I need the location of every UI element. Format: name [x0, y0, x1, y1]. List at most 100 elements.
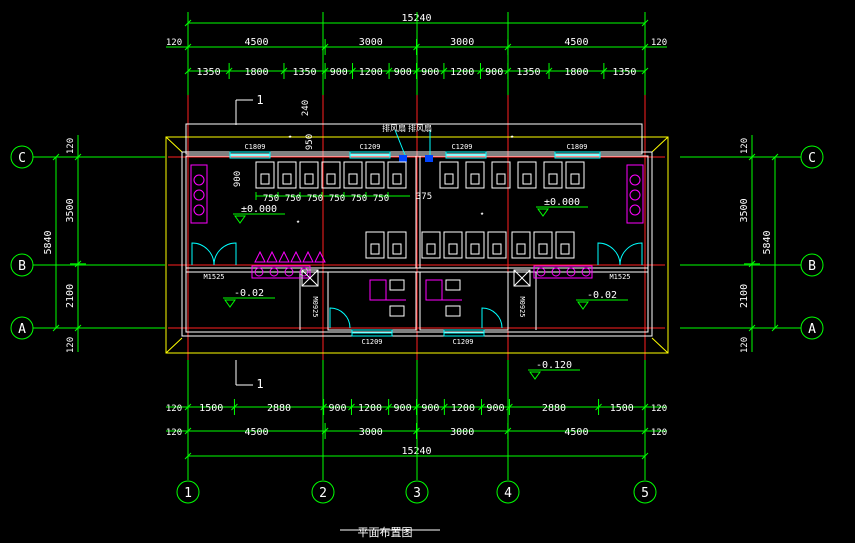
stall-partition — [299, 161, 319, 189]
toilet-stall — [387, 231, 407, 259]
level-triangle — [234, 215, 246, 224]
level-text: -0.02 — [234, 288, 264, 299]
fixture — [389, 279, 405, 291]
axis-bubble — [405, 480, 429, 504]
dimension-text: 120 — [66, 337, 76, 353]
axis-label: 1 — [184, 486, 192, 501]
toilet-stall — [321, 161, 341, 189]
roof-corner — [165, 136, 183, 153]
dimension-text: 3500 — [65, 198, 76, 222]
dimension-tick — [595, 403, 602, 411]
urinal — [629, 204, 641, 216]
toilet-stall — [465, 231, 485, 259]
section-mark: 1 — [256, 377, 263, 391]
axis-label: 3 — [413, 486, 421, 501]
stall-partition — [387, 231, 407, 259]
outer-roof-outline — [165, 136, 669, 354]
dimension-tick — [748, 260, 756, 268]
toilet-stall — [277, 161, 297, 189]
toilet-stall — [511, 231, 531, 259]
urinal — [629, 189, 641, 201]
accessible-toilet — [369, 279, 406, 301]
window-label: C1809 — [244, 143, 265, 151]
window-label: C1809 — [566, 143, 587, 151]
dimension-text: 950 — [305, 134, 315, 150]
dimension-text: 900 — [485, 67, 503, 78]
toilet-stall — [555, 231, 575, 259]
toilet-stall — [491, 161, 511, 189]
dimension-text: 900 — [421, 403, 439, 414]
toilet-bowl — [522, 173, 532, 185]
urinal — [193, 204, 205, 216]
stall-partition — [365, 231, 385, 259]
stall-partition — [321, 161, 341, 189]
marker-icon: ★ — [510, 133, 514, 140]
level-mark: -0.02 — [223, 288, 275, 308]
toilet-bowl — [538, 243, 548, 255]
section-mark: 1 — [256, 93, 263, 107]
left-total-dim: 5840 — [43, 153, 64, 332]
toilet-bowl — [516, 243, 526, 255]
sink-counter — [533, 265, 593, 279]
door-swing — [213, 242, 237, 266]
dimension-text: 4500 — [245, 37, 269, 48]
urinal — [193, 189, 205, 201]
fixture — [389, 305, 405, 317]
toilet-bowl — [470, 243, 480, 255]
dimension-text: 120 — [651, 428, 667, 438]
window-label: C1209 — [359, 143, 380, 151]
mop-sink-icon — [266, 250, 278, 263]
service-room-left — [327, 271, 417, 331]
stall-partition — [533, 231, 553, 259]
axis-bubble — [633, 480, 657, 504]
door-swing — [191, 242, 215, 266]
mop-sink-icon — [314, 250, 326, 263]
level-text: ±0.000 — [544, 197, 580, 208]
toilet-bowl — [448, 243, 458, 255]
dimension-text: 1800 — [564, 67, 588, 78]
dimension-text: 900 — [394, 67, 412, 78]
urinal-bank-left — [190, 164, 208, 224]
door-label: M0925 — [311, 296, 319, 317]
fixture — [445, 305, 461, 317]
urinal — [629, 174, 641, 186]
stall-partition — [343, 161, 363, 189]
dimension-tick — [280, 67, 288, 75]
toilet-bowl — [370, 173, 380, 185]
dimension-tick — [320, 403, 327, 411]
sink-basin — [299, 267, 309, 277]
dimension-tick — [74, 260, 82, 268]
sink-basin — [566, 267, 576, 277]
toilet-stall — [533, 231, 553, 259]
stall-partition — [465, 161, 485, 189]
dimension-tick — [385, 403, 392, 411]
sink-counter — [251, 265, 311, 279]
sink-basin — [269, 267, 279, 277]
dimension-text: 1800 — [245, 67, 269, 78]
dimension-text: 750 — [351, 194, 367, 204]
toilet-bowl — [392, 243, 402, 255]
shaft-cross — [301, 269, 319, 287]
window-label: C1209 — [361, 338, 382, 346]
toilet-bowl — [470, 173, 480, 185]
dimension-text: 750 — [307, 194, 323, 204]
window-label: C1209 — [451, 143, 472, 151]
urinal-bank-right — [626, 164, 644, 224]
stall-partition — [421, 231, 441, 259]
level-text: -0.120 — [536, 360, 572, 371]
dimension-text: 5840 — [762, 230, 773, 254]
dimension-text: 1200 — [451, 403, 475, 414]
drawing-title: 平面布置图 — [358, 526, 413, 538]
stall-partition — [543, 161, 563, 189]
marker-icon: ★ — [288, 133, 292, 140]
stall-partition — [465, 231, 485, 259]
dimension-text: 5840 — [43, 230, 54, 254]
toilet-bowl — [444, 173, 454, 185]
